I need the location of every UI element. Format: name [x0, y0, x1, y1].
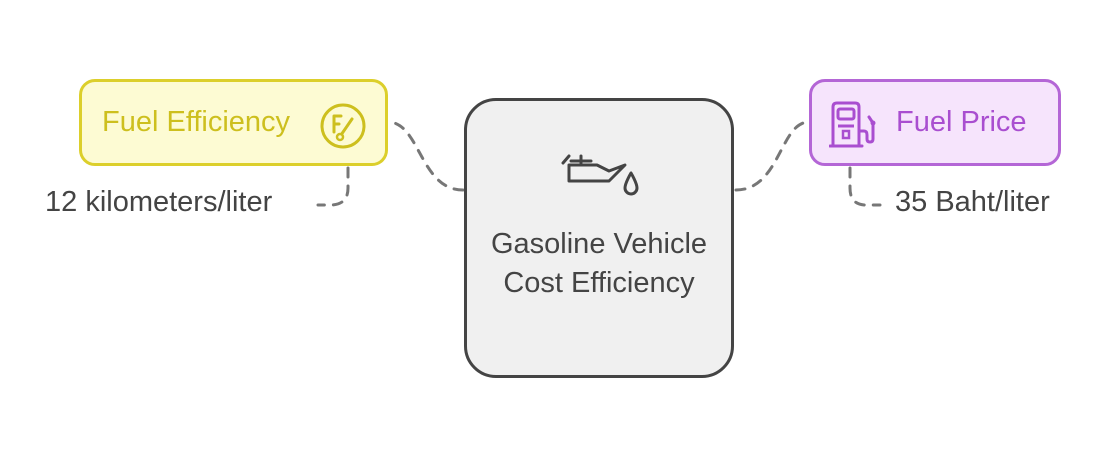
- fuel-efficiency-label: Fuel Efficiency: [102, 106, 291, 138]
- connector-fuel-efficiency-to-detail: [316, 166, 350, 207]
- fuel-gauge-icon: [320, 103, 366, 149]
- fuel-efficiency-node[interactable]: Fuel Efficiency: [79, 79, 388, 166]
- fuel-price-detail: 35 Baht/liter: [895, 186, 1050, 218]
- fuel-price-label: Fuel Price: [896, 106, 1027, 138]
- connector-center-to-fuel-efficiency: [386, 120, 465, 192]
- connector-fuel-price-to-detail: [848, 166, 882, 207]
- fuel-efficiency-detail: 12 kilometers/liter: [45, 186, 273, 218]
- connector-center-to-fuel-price: [734, 120, 811, 192]
- oil-can-icon: [561, 154, 639, 196]
- fuel-pump-icon: [829, 101, 876, 148]
- center-node-gasoline-vehicle-cost-efficiency[interactable]: Gasoline Vehicle Cost Efficiency: [464, 98, 734, 378]
- center-node-label: Gasoline Vehicle Cost Efficiency: [490, 228, 708, 299]
- fuel-price-node[interactable]: Fuel Price: [809, 79, 1061, 166]
